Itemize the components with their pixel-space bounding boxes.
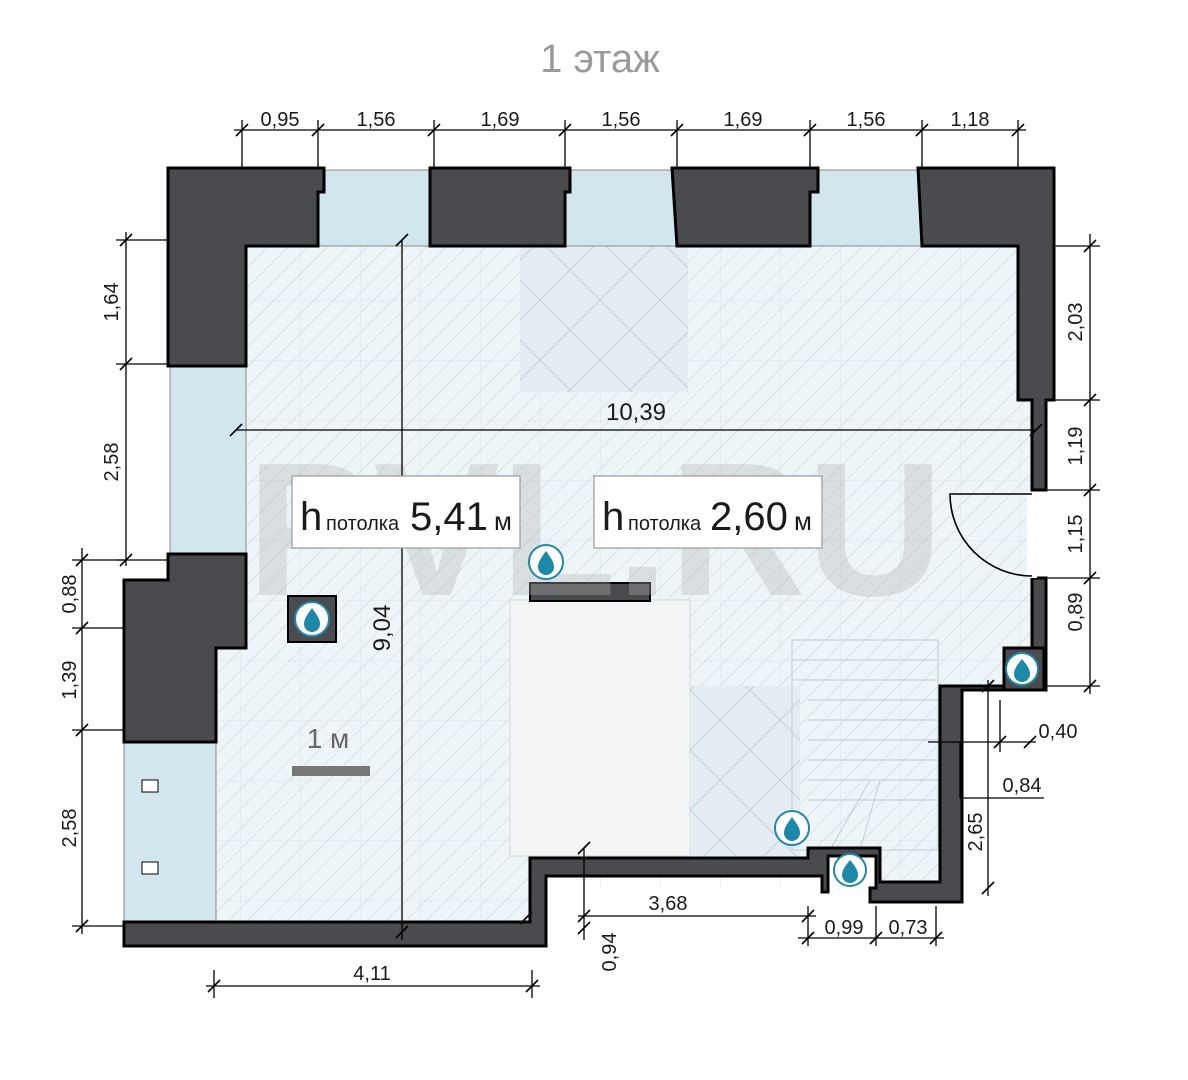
right-lower-dim-3: 2,65 (965, 813, 987, 852)
window-handle-1 (141, 779, 159, 793)
bottom-mid-dimension: 3,68 0,94 (577, 841, 816, 972)
ceiling-label-1-prefix: h (300, 495, 322, 539)
ceiling-label-1-unit: м (494, 506, 512, 536)
right-dimension-chain: 2,03 1,19 1,15 0,89 (1046, 234, 1100, 694)
bottom-left-dimension: 4,11 (206, 963, 540, 998)
top-dimension-chain: 0,95 1,56 1,69 1,56 1,69 1,56 1,18 (234, 109, 1026, 168)
top-dim-4: 1,56 (602, 109, 641, 131)
right-dim-2: 1,19 (1065, 427, 1087, 466)
right-lower-dim-1: 0,40 (1039, 721, 1078, 743)
top-dim-1: 0,95 (261, 109, 300, 131)
water-point-icon (1005, 652, 1039, 686)
right-dim-3: 1,15 (1065, 515, 1087, 554)
scale-bar (292, 766, 370, 776)
bottom-right-dim-1: 0,99 (825, 917, 864, 939)
water-point-icon (833, 853, 867, 887)
bottom-mid-dim: 3,68 (649, 893, 688, 915)
top-dim-7: 1,18 (951, 109, 990, 131)
overall-width-label: 10,39 (606, 399, 666, 426)
right-dim-1: 2,03 (1065, 303, 1087, 342)
left-dimension-chain-upper: 1,64 2,58 (101, 232, 168, 567)
left-dim-4: 1,39 (59, 661, 81, 700)
water-point-icon (287, 595, 337, 643)
entrance-door (949, 492, 1037, 578)
ceiling-label-2-sub: потолка (628, 513, 702, 535)
bottom-left-dim: 4,11 (353, 963, 390, 985)
ceiling-label-2-value: 2,60 (710, 495, 788, 539)
ceiling-label-1-value: 5,41 (410, 495, 488, 539)
tiled-zone-top (520, 246, 688, 392)
bottom-right-dimensions: 0,99 0,73 (798, 906, 944, 946)
scale-label: 1 м (307, 723, 350, 754)
left-dim-2: 2,58 (101, 443, 123, 482)
bottom-notch-ticks (519, 911, 533, 925)
overall-height-dimension: 9,04 (369, 233, 409, 940)
ceiling-label-1-sub: потолка (326, 513, 400, 535)
top-dim-2: 1,56 (357, 109, 396, 131)
left-dim-1: 1,64 (101, 283, 123, 322)
staircase (791, 639, 939, 851)
kitchen-counter (529, 582, 651, 602)
top-dim-5: 1,69 (724, 109, 763, 131)
top-dim-6: 1,56 (847, 109, 886, 131)
ceiling-label-2-prefix: h (602, 495, 624, 539)
left-dim-5: 2,58 (59, 809, 81, 848)
ceiling-label-2-unit: м (794, 506, 812, 536)
ceiling-label-2: h потолка 2,60 м (593, 475, 823, 549)
overall-width-dimension: 10,39 (229, 399, 1043, 437)
left-dim-3: 0,88 (59, 575, 81, 614)
ceiling-label-1: h потолка 5,41 м (291, 475, 521, 549)
left-dimension-chain-lower: 0,88 1,39 2,58 (59, 548, 124, 934)
top-dim-3: 1,69 (481, 109, 520, 131)
bottom-mid-small-dim: 0,94 (599, 933, 621, 972)
right-lower-dimensions: 0,40 0,84 2,65 (928, 679, 1078, 896)
bottom-right-dim-2: 0,73 (889, 917, 928, 939)
water-point-icon (528, 544, 564, 580)
right-lower-dim-2: 0,84 (1003, 775, 1042, 797)
water-point-icon (774, 810, 810, 846)
floor-title: 1 этаж (540, 37, 660, 81)
window-handle-2 (141, 861, 159, 875)
tiled-zone-center (509, 599, 691, 857)
right-dim-4: 0,89 (1065, 593, 1087, 632)
overall-height-label: 9,04 (369, 605, 396, 652)
